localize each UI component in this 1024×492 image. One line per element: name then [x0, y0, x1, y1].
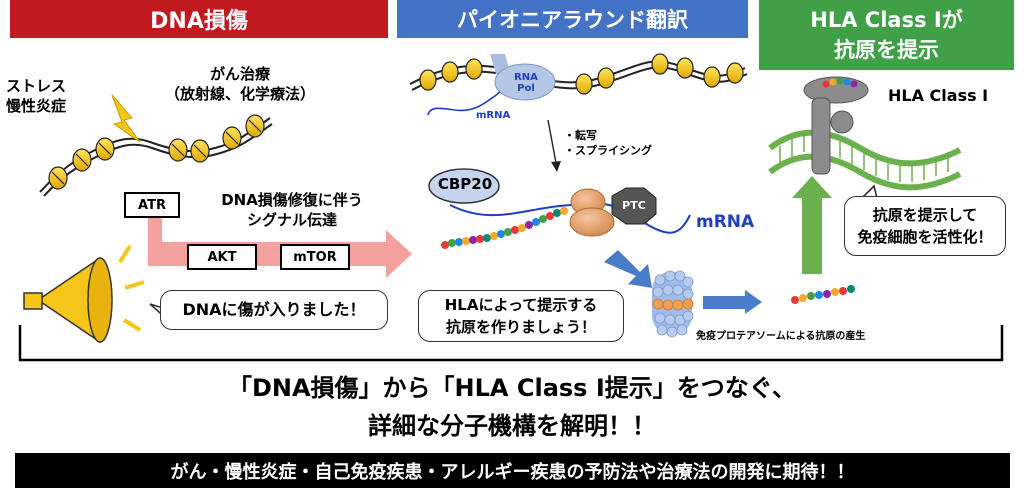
- splicing-text: ・スプライシング: [564, 144, 652, 157]
- footer-banner: がん・慢性炎症・自己免疫疾患・アレルギー疾患の予防法や治療法の開発に期待！！: [15, 453, 1010, 488]
- bubble3-line2: 免疫細胞を活性化！: [857, 228, 993, 246]
- ptc-label: PTC: [622, 199, 646, 212]
- atr-label: ATR: [138, 197, 166, 213]
- blue-arrows: [604, 250, 762, 314]
- header-dna-damage-text: DNA損傷: [150, 9, 248, 34]
- conclusion-line2: 詳細な分子機構を解明！！: [368, 412, 656, 440]
- mrna-large-label: mRNA: [696, 212, 755, 232]
- mrna-complex: [441, 187, 691, 249]
- speech-bubble-dna-damage: DNAに傷が入りました！: [160, 290, 388, 330]
- bubble3-line1: 抗原を提示して: [872, 206, 978, 224]
- bubble2-line2: 抗原を作りましょう！: [445, 318, 596, 336]
- stress-line1: ストレス: [6, 77, 67, 95]
- stress-line2: 慢性炎症: [6, 97, 67, 115]
- mtor-label: mTOR: [293, 249, 337, 265]
- treatment-line2: （放射線、化学療法）: [164, 85, 315, 103]
- bracket: [18, 325, 1004, 362]
- cbp20-label: CBP20: [437, 175, 493, 193]
- mtor-box: mTOR: [280, 244, 350, 270]
- repair-line2: シグナル伝達: [246, 211, 337, 229]
- hla-class-i-label: HLA Class I: [888, 86, 989, 105]
- lightning-icon: [111, 94, 141, 143]
- repair-signal-label: DNA損傷修復に伴う シグナル伝達: [192, 190, 392, 230]
- header-hla-line1: HLA Class Iが: [810, 8, 963, 32]
- proteasome-label: 免疫プロテアソームによる抗原の産生: [696, 331, 866, 342]
- antigen-peptides: [791, 285, 855, 304]
- atr-box: ATR: [124, 192, 180, 218]
- speech-bubble-antigen: HLAによって提示する 抗原を作りましょう！: [418, 290, 624, 342]
- proteasome: [652, 270, 694, 338]
- cbp20-protein: [428, 168, 500, 204]
- header-pioneer-round-text: パイオニアラウンド翻訳: [457, 8, 688, 32]
- bubble2-line1: HLAによって提示する: [444, 296, 598, 314]
- treatment-label: がん治療 （放射線、化学療法）: [140, 64, 340, 104]
- megaphone-icon: [23, 244, 145, 344]
- rna-pol-label: RNA Pol: [506, 72, 546, 94]
- green-up-arrow: [792, 176, 832, 274]
- transcription-text: ・転写: [564, 129, 597, 142]
- footer-text: がん・慢性炎症・自己免疫疾患・アレルギー疾患の予防法や治療法の開発に期待！！: [170, 461, 855, 483]
- repair-line1: DNA損傷修復に伴う: [221, 191, 363, 209]
- hla-class-i-molecule: [803, 76, 869, 175]
- stress-label: ストレス 慢性炎症: [6, 76, 66, 116]
- dna-strand-middle: [409, 53, 748, 95]
- rna-pol-line1: RNA: [514, 72, 538, 83]
- header-pioneer-round: パイオニアラウンド翻訳: [397, 0, 748, 38]
- rna-polymerase: [494, 63, 556, 101]
- bubble1-text: DNAに傷が入りました！: [182, 300, 366, 319]
- transcription-splicing-label: ・転写 ・スプライシング: [564, 128, 652, 158]
- conclusion-line1: 「DNA損傷」から「HLA Class I提示」をつなぐ、: [227, 374, 797, 402]
- speech-bubble-activate: 抗原を提示して 免疫細胞を活性化！: [844, 196, 1006, 256]
- header-hla-line2: 抗原を提示: [834, 38, 939, 62]
- header-hla-presentation: HLA Class Iが 抗原を提示: [759, 0, 1014, 70]
- akt-label: AKT: [207, 249, 237, 265]
- cell-membrane: [768, 129, 962, 191]
- mrna-small-label: mRNA: [476, 110, 511, 121]
- dna-strand-left: [39, 114, 273, 197]
- akt-box: AKT: [187, 244, 257, 270]
- rna-pol-line2: Pol: [517, 83, 535, 94]
- header-dna-damage: DNA損傷: [10, 0, 388, 38]
- treatment-line1: がん治療: [209, 65, 270, 83]
